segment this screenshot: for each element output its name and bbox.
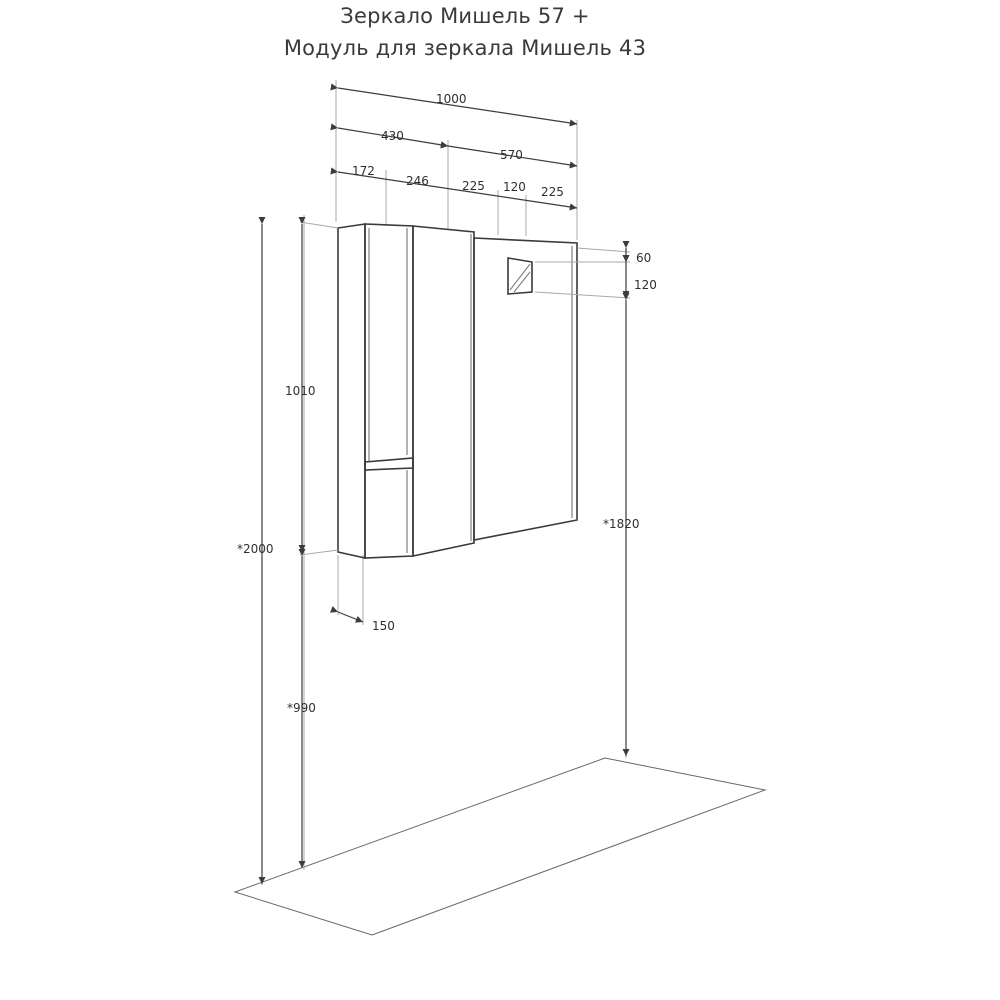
dim-label-1000: 1000	[436, 92, 467, 106]
dim-line-1000	[330, 83, 578, 127]
floor-outline	[233, 757, 767, 936]
dim-label-2000: *2000	[237, 542, 274, 556]
dim-label-120-right: 120	[634, 278, 657, 292]
dim-label-120: 120	[503, 180, 526, 194]
dim-label-225-left: 225	[462, 179, 485, 193]
dim-label-172: 172	[352, 164, 375, 178]
dim-label-1010: 1010	[285, 384, 316, 398]
light-switch	[507, 257, 533, 295]
dim-label-570: 570	[500, 148, 523, 162]
mirror-panel	[473, 237, 578, 541]
title-line-1: Зеркало Мишель 57 +	[340, 4, 590, 28]
dim-label-1820: *1820	[603, 517, 640, 531]
dim-line-570	[440, 141, 578, 169]
dim-label-225-right: 225	[541, 185, 564, 199]
dim-label-246: 246	[406, 174, 429, 188]
dim-line-bottom-chain	[330, 167, 578, 211]
dim-label-430: 430	[381, 129, 404, 143]
dim-label-150: 150	[372, 619, 395, 633]
dim-label-60: 60	[636, 251, 651, 265]
title-line-2: Модуль для зеркала Мишель 43	[283, 36, 647, 60]
dim-label-990: *990	[287, 701, 316, 715]
dim-line-430	[330, 123, 449, 149]
dim-line-150	[329, 605, 364, 623]
module-cabinet	[337, 223, 475, 559]
